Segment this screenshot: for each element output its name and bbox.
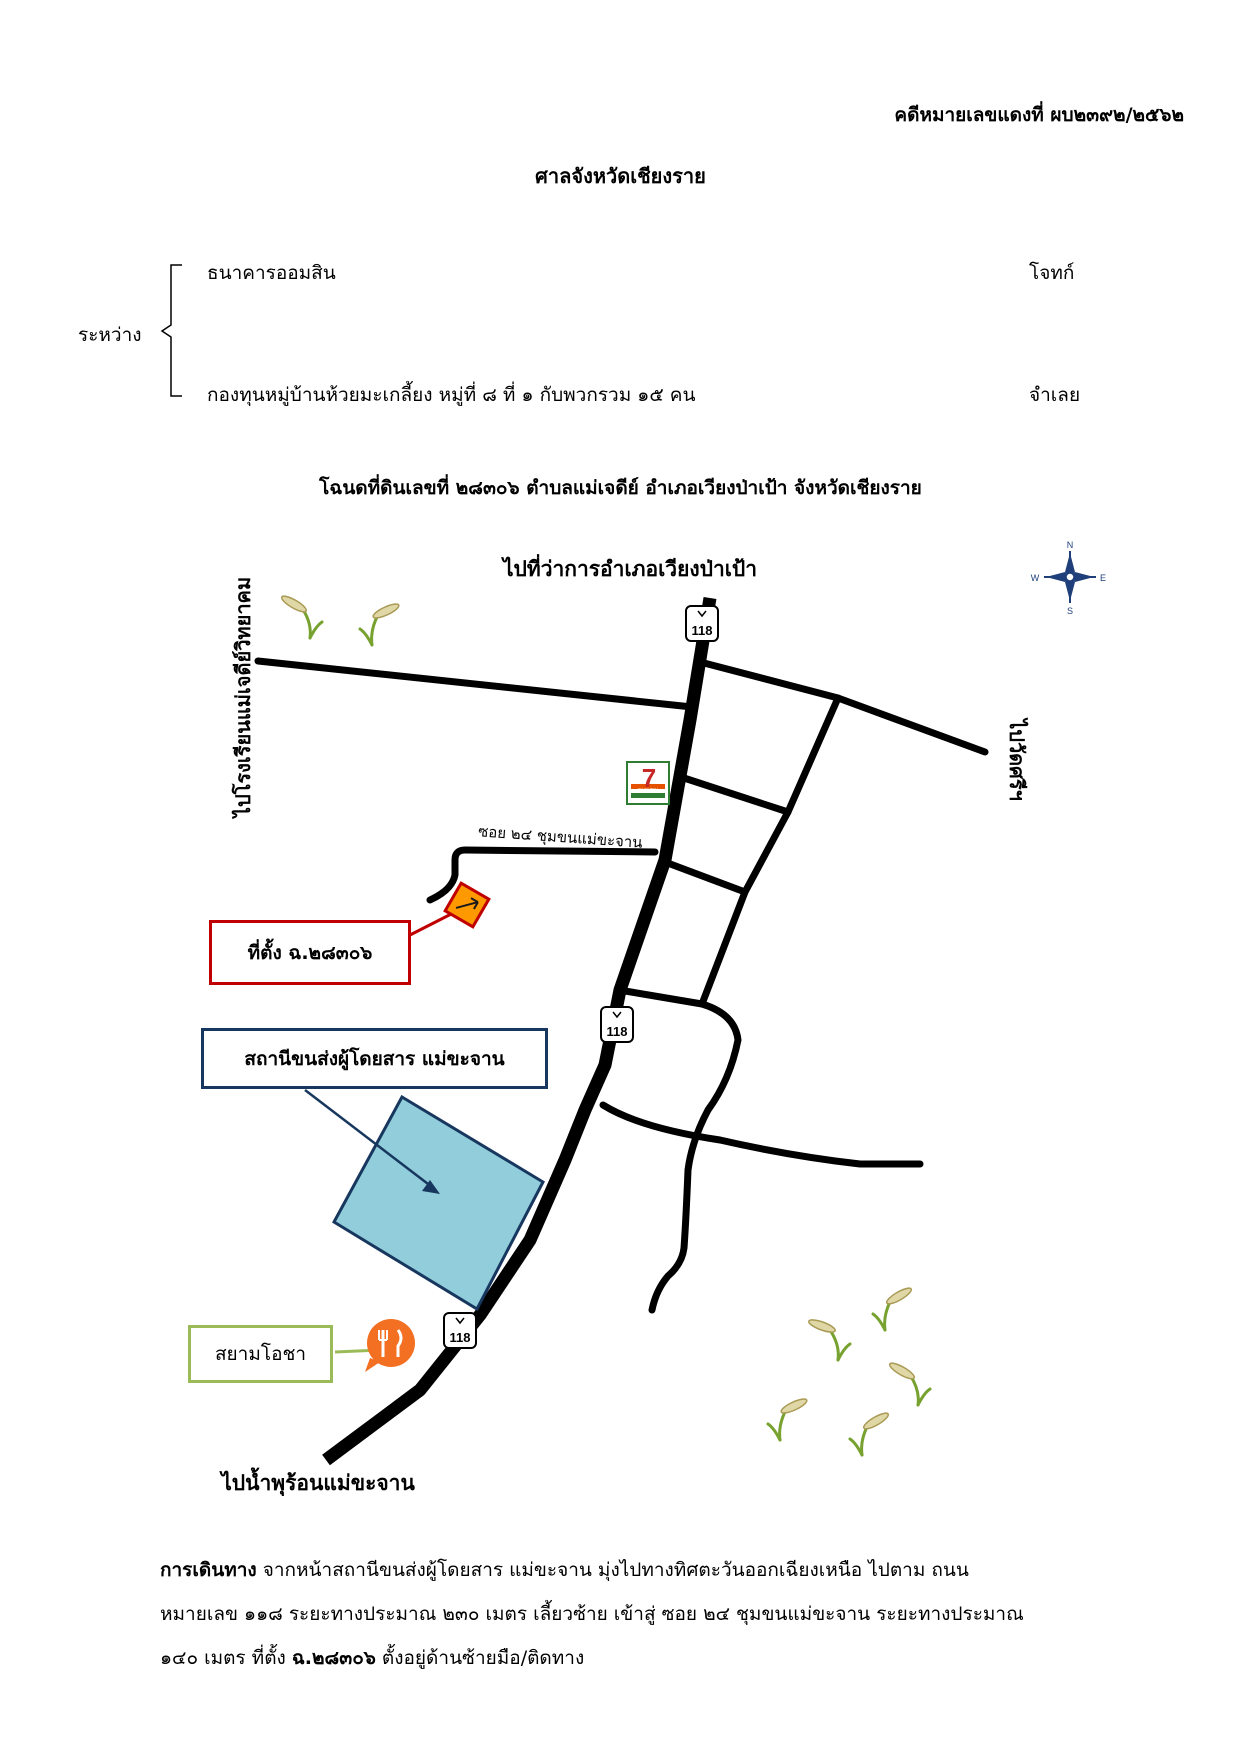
route-shield-north: 118	[685, 605, 719, 642]
road-east-upper	[700, 659, 989, 756]
route-shield-south: 118	[443, 1312, 477, 1349]
party-brace	[160, 264, 182, 397]
directions-line-2: หมายเลข ๑๑๘ ระยะทางประมาณ ๒๓๐ เมตร เลี้ย…	[160, 1603, 1024, 1625]
route-number: 118	[450, 1330, 471, 1345]
directions-paragraph: การเดินทาง จากหน้าสถานีขนส่งผู้โดยสาร แม…	[160, 1548, 1110, 1680]
compass-s: S	[1067, 606, 1073, 616]
label-north: ไปที่ว่าการอำเภอเวียงป่าเป้า	[501, 553, 757, 581]
directions-body-3a: ๑๔๐ เมตร ที่ตั้ง	[160, 1647, 292, 1669]
directions-body-1: จากหน้าสถานีขนส่งผู้โดยสาร แม่ขะจาน มุ่ง…	[256, 1559, 969, 1581]
bus-station-area	[331, 1094, 545, 1312]
soi-24-road	[426, 846, 659, 904]
directions-line-3: ๑๔๐ เมตร ที่ตั้ง ฉ.๒๘๓๐๖ ตั้งอยู่ด้านซ้า…	[160, 1636, 1110, 1680]
label-south: ไปน้ำพุร้อนแม่ขะจาน	[219, 1467, 415, 1497]
plaintiff-role: โจทก์	[1029, 262, 1075, 284]
directions-line-1: การเดินทาง จากหน้าสถานีขนส่งผู้โดยสาร แม…	[160, 1548, 1110, 1592]
road-cross-1	[680, 774, 792, 816]
road-cross-3	[621, 987, 742, 1314]
station-label-box: สถานีขนส่งผู้โดยสาร แม่ขะจาน	[201, 1028, 548, 1089]
rice-plants-icon	[280, 595, 932, 1457]
restaurant-label: สยามโอชา	[214, 1343, 307, 1365]
road-cross-2	[661, 858, 749, 896]
map-title: โฉนดที่ดินเลขที่ ๒๘๓๐๖ ตำบลแม่เจดีย์ อำเ…	[319, 477, 922, 499]
site-marker	[443, 881, 491, 929]
plaintiff-name: ธนาคารออมสิน	[207, 262, 336, 284]
road-diagonal	[698, 694, 842, 1008]
route-number: 118	[607, 1024, 628, 1039]
station-pointer-line	[304, 1089, 433, 1188]
label-east: ไปวัดศรีฯ	[1005, 717, 1029, 801]
road-cross-4	[599, 1101, 924, 1168]
station-pointer-arrowhead	[422, 1180, 440, 1194]
directions-body-3-bold: ฉ.๒๘๓๐๖	[291, 1647, 376, 1669]
route-number: 118	[692, 623, 713, 638]
defendant-role: จำเลย	[1029, 384, 1081, 406]
compass-icon: N S E W	[1031, 540, 1106, 616]
label-west: ไปโรงเรียนแม่เจดีย์วิทยาคม	[231, 577, 255, 819]
directions-heading: การเดินทาง	[160, 1559, 257, 1581]
restaurant-label-box: สยามโอชา	[188, 1325, 333, 1383]
case-number: คดีหมายเลขแดงที่ ผบ๒๓๙๒/๒๕๖๒	[894, 104, 1184, 126]
compass-n: N	[1067, 540, 1074, 550]
station-label: สถานีขนส่งผู้โดยสาร แม่ขะจาน	[244, 1047, 505, 1070]
road-to-school	[254, 657, 696, 711]
convenience-store-icon: 7 ELEVEN	[626, 761, 670, 805]
minor-roads	[254, 657, 989, 1314]
site-label-box: ที่ตั้ง ฉ.๒๘๓๐๖	[209, 920, 411, 985]
route-shield-middle: 118	[600, 1006, 634, 1043]
directions-body-3b: ตั้งอยู่ด้านซ้ายมือ/ติดทาง	[375, 1647, 585, 1669]
compass-w: W	[1031, 573, 1040, 583]
site-label: ที่ตั้ง ฉ.๒๘๓๐๖	[247, 941, 373, 964]
restaurant-icon	[365, 1319, 415, 1372]
defendant-name: กองทุนหมู่บ้านห้วยมะเกลี้ยง หมู่ที่ ๘ ที…	[207, 384, 696, 406]
svg-text:7: 7	[642, 763, 656, 793]
court-name: ศาลจังหวัดเชียงราย	[535, 164, 706, 188]
between-label: ระหว่าง	[78, 324, 142, 346]
store-brand: ELEVEN	[638, 788, 658, 794]
compass-e: E	[1100, 573, 1106, 583]
